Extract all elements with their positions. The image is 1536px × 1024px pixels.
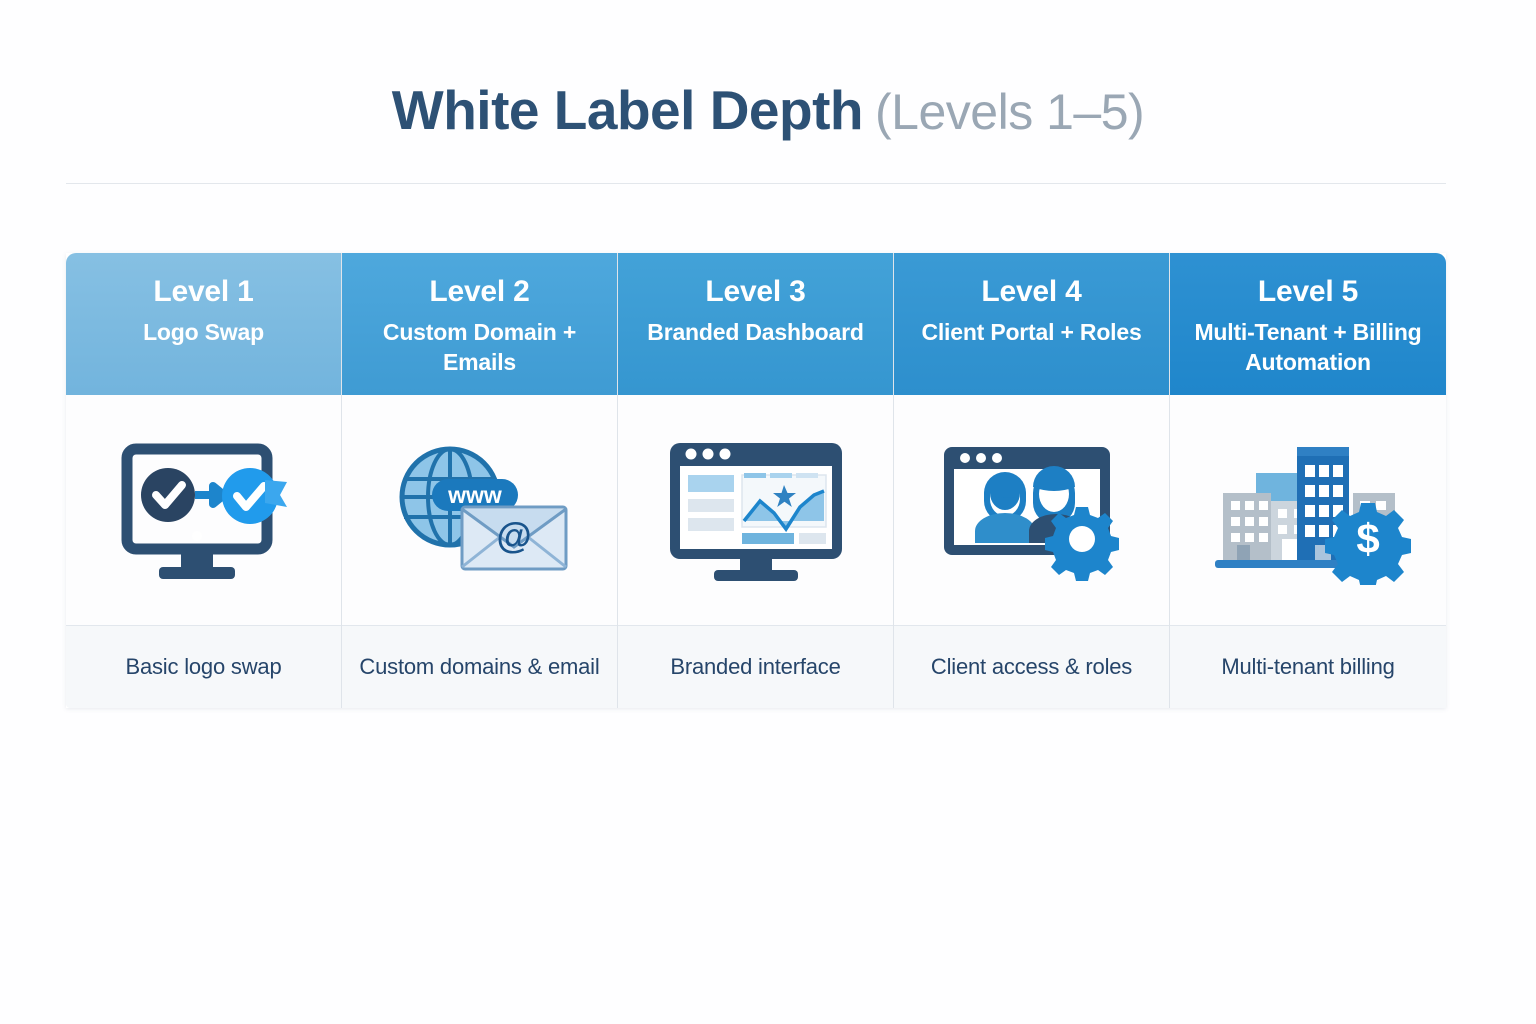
level-2-caption-cell: Custom domains & email (342, 626, 617, 708)
level-5-icon-cell: $ (1170, 395, 1446, 626)
level-5-caption: Multi-tenant billing (1221, 654, 1395, 679)
level-column-1[interactable]: Level 1 Logo Swap (66, 253, 342, 708)
dollar-symbol-label: $ (1356, 515, 1379, 562)
logo-swap-monitor-icon (109, 435, 299, 585)
level-2-caption: Custom domains & email (359, 654, 600, 679)
level-1-header: Level 1 Logo Swap (66, 253, 341, 395)
level-3-icon-cell (618, 395, 893, 626)
level-4-name: Client Portal + Roles (921, 319, 1142, 345)
page-title-main: White Label Depth (391, 79, 864, 141)
www-label: www (447, 482, 502, 508)
level-column-2[interactable]: Level 2 Custom Domain + Emails (342, 253, 618, 708)
level-2-label: Level 2 (429, 275, 530, 308)
globe-www-envelope-icon: www @ (380, 435, 580, 585)
level-2-name: Custom Domain + Emails (382, 319, 577, 376)
level-5-name: Multi-Tenant + Billing Automation (1194, 319, 1422, 376)
buildings-dollar-gear-icon: $ (1201, 435, 1416, 585)
level-1-label: Level 1 (153, 275, 254, 308)
level-2-icon-cell: www @ (342, 395, 617, 626)
level-4-label: Level 4 (981, 275, 1082, 308)
level-1-name: Logo Swap (143, 319, 264, 345)
level-2-header: Level 2 Custom Domain + Emails (342, 253, 617, 395)
level-4-header: Level 4 Client Portal + Roles (894, 253, 1169, 395)
level-1-icon-cell (66, 395, 341, 626)
level-5-header: Level 5 Multi-Tenant + Billing Automatio… (1170, 253, 1446, 395)
level-3-caption-cell: Branded interface (618, 626, 893, 708)
users-browser-gear-icon (932, 435, 1132, 585)
level-4-caption: Client access & roles (930, 654, 1133, 679)
level-1-caption: Basic logo swap (125, 654, 282, 679)
page-title: White Label Depth(Levels 1–5) (0, 78, 1536, 142)
level-3-header: Level 3 Branded Dashboard (618, 253, 893, 395)
page-title-sub: (Levels 1–5) (875, 84, 1145, 140)
level-5-label: Level 5 (1257, 275, 1359, 308)
at-symbol-label: @ (496, 515, 531, 556)
level-1-caption-cell: Basic logo swap (66, 626, 341, 708)
level-column-4[interactable]: Level 4 Client Portal + Roles (894, 253, 1170, 708)
level-3-caption: Branded interface (670, 654, 841, 679)
levels-table: Level 1 Logo Swap (66, 253, 1446, 708)
level-column-5[interactable]: Level 5 Multi-Tenant + Billing Automatio… (1170, 253, 1446, 708)
level-4-caption-cell: Client access & roles (894, 626, 1169, 708)
level-column-3[interactable]: Level 3 Branded Dashboard (618, 253, 894, 708)
title-divider (66, 183, 1446, 184)
branded-dashboard-monitor-icon (656, 433, 856, 588)
level-3-name: Branded Dashboard (647, 319, 864, 345)
level-4-icon-cell (894, 395, 1169, 626)
level-5-caption-cell: Multi-tenant billing (1170, 626, 1446, 708)
level-3-label: Level 3 (705, 275, 806, 308)
